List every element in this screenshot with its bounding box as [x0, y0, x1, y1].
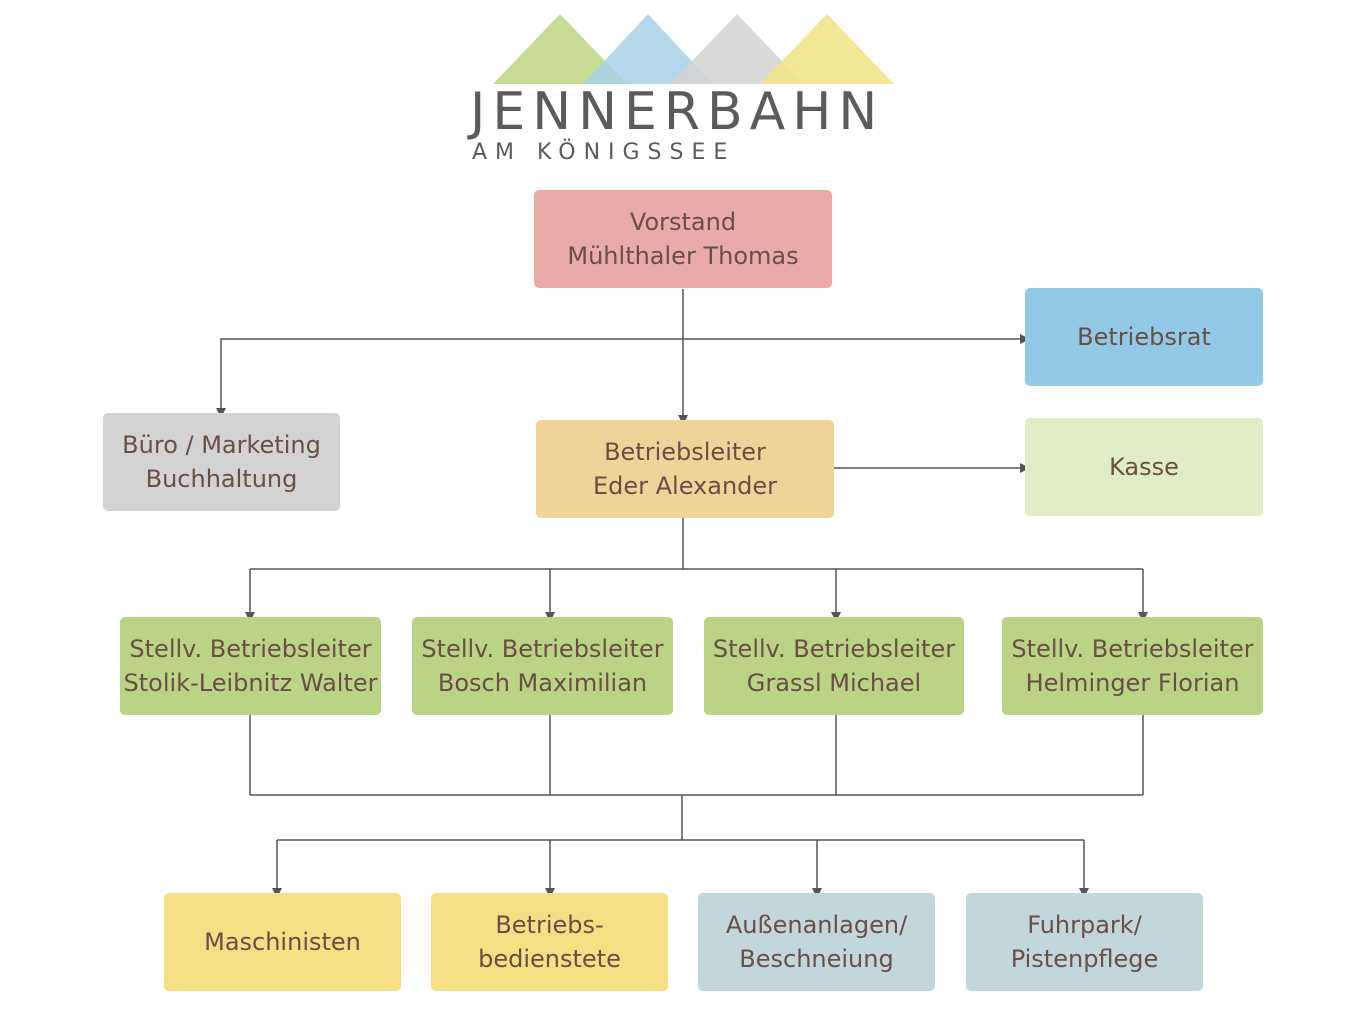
node-stellv-4: Stellv. Betriebsleiter Helminger Florian	[1002, 617, 1263, 715]
node-aussenanlagen-line2: Beschneiung	[739, 945, 894, 973]
node-maschinisten: Maschinisten	[164, 893, 401, 991]
logo-mountain-blue	[583, 14, 713, 84]
node-kasse: Kasse	[1025, 418, 1263, 516]
node-fuhrpark-line2: Pistenpflege	[1010, 945, 1159, 973]
node-kasse-title: Kasse	[1109, 453, 1179, 481]
node-vorstand: Vorstand Mühlthaler Thomas	[534, 190, 832, 288]
node-stellv-3: Stellv. Betriebsleiter Grassl Michael	[704, 617, 964, 715]
node-maschinisten-title: Maschinisten	[204, 928, 361, 956]
node-buero: Büro / Marketing Buchhaltung	[103, 413, 340, 511]
node-stellv-1: Stellv. Betriebsleiter Stolik-Leibnitz W…	[120, 617, 381, 715]
node-betriebsbedienstete: Betriebs- bedienstete	[431, 893, 668, 991]
logo-subtitle: AM KÖNIGSSEE	[472, 140, 736, 165]
logo-title: JENNERBAHN	[470, 82, 885, 142]
node-fuhrpark-line1: Fuhrpark/	[1027, 911, 1142, 939]
node-buero-line1: Büro / Marketing	[122, 431, 321, 459]
node-betriebsrat: Betriebsrat	[1025, 288, 1263, 386]
node-betriebsleiter-title: Betriebsleiter	[604, 438, 766, 466]
node-buero-line2: Buchhaltung	[145, 465, 298, 493]
node-stellv-1-title: Stellv. Betriebsleiter	[129, 635, 372, 663]
logo-mountain-green	[493, 14, 627, 84]
node-aussenanlagen-line1: Außenanlagen/	[725, 911, 908, 939]
node-stellv-3-title: Stellv. Betriebsleiter	[712, 635, 956, 663]
node-stellv-4-title: Stellv. Betriebsleiter	[1011, 635, 1254, 663]
node-stellv-2-title: Stellv. Betriebsleiter	[421, 635, 664, 663]
logo-mountain-yellow	[760, 14, 894, 84]
node-stellv-4-name: Helminger Florian	[1025, 669, 1240, 697]
node-betriebsleiter: Betriebsleiter Eder Alexander	[536, 420, 834, 518]
node-betriebsbedienstete-line2: bedienstete	[478, 945, 621, 973]
node-fuhrpark: Fuhrpark/ Pistenpflege	[966, 893, 1203, 991]
node-stellv-3-name: Grassl Michael	[746, 669, 922, 697]
node-betriebsrat-title: Betriebsrat	[1077, 323, 1211, 351]
node-stellv-1-name: Stolik-Leibnitz Walter	[123, 669, 378, 697]
logo-mountain-grey	[670, 14, 804, 84]
node-stellv-2-name: Bosch Maximilian	[437, 669, 648, 697]
connector-vorstand-to-buero	[216, 338, 683, 418]
node-betriebsleiter-name: Eder Alexander	[592, 472, 778, 500]
node-aussenanlagen: Außenanlagen/ Beschneiung	[698, 893, 935, 991]
node-vorstand-name: Mühlthaler Thomas	[567, 242, 799, 270]
node-betriebsbedienstete-line1: Betriebs-	[495, 911, 604, 939]
node-vorstand-title: Vorstand	[629, 208, 737, 236]
node-stellv-2: Stellv. Betriebsleiter Bosch Maximilian	[412, 617, 673, 715]
